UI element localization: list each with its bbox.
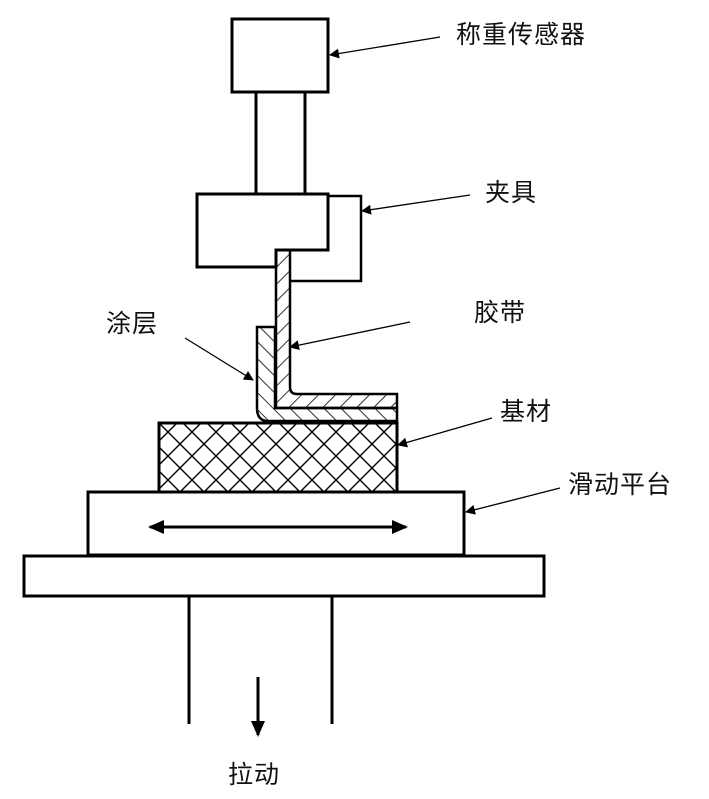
label-tape: 胶带 <box>474 298 527 327</box>
sliding-platform <box>86 490 466 557</box>
label-platform: 滑动平台 <box>568 470 673 499</box>
base-plate <box>22 554 546 598</box>
tape-layer <box>274 248 399 410</box>
label-pull: 拉动 <box>228 760 281 789</box>
sensor-leader-arrow <box>329 36 441 59</box>
substrate-leader-arrow <box>397 417 493 448</box>
label-clamp: 夹具 <box>485 178 538 207</box>
substrate-block <box>157 421 399 494</box>
label-coating: 涂层 <box>106 309 159 338</box>
coating-leader-arrow <box>184 337 254 381</box>
load-sensor-box <box>230 17 330 94</box>
tape-leader-arrow <box>289 321 411 351</box>
clamp-leader-arrow <box>361 194 471 215</box>
label-substrate: 基材 <box>500 397 553 426</box>
label-sensor: 称重传感器 <box>456 20 587 49</box>
platform-leader-arrow <box>465 487 561 515</box>
